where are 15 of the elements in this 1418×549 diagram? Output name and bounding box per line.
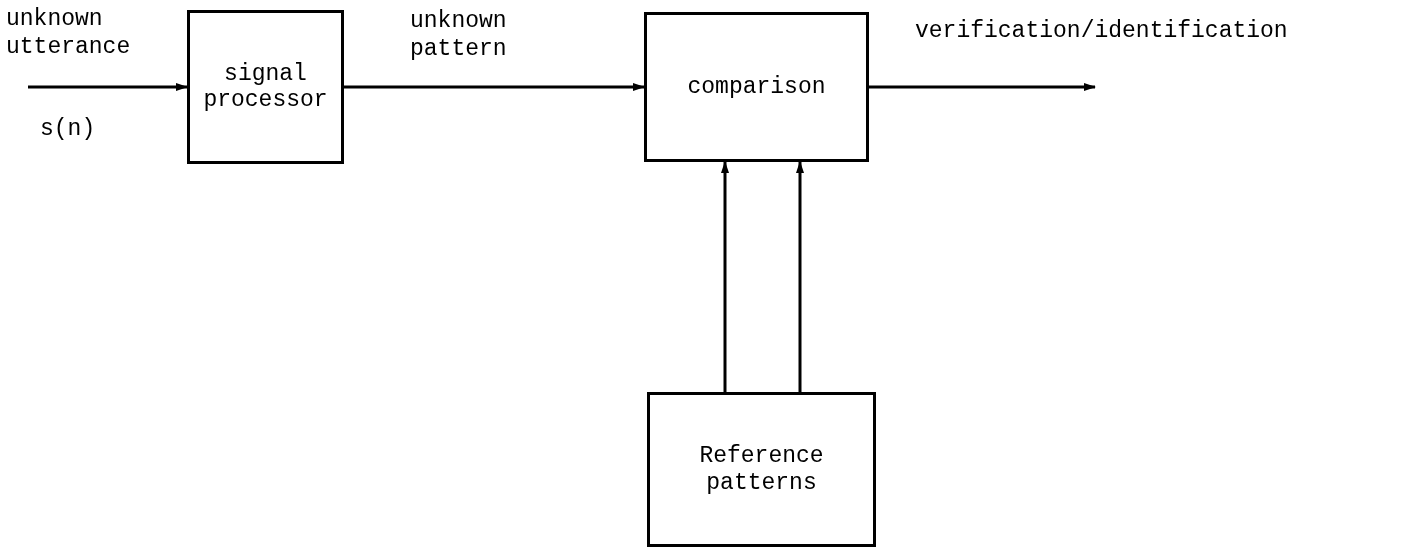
comparison-box <box>644 12 869 162</box>
node-label: comparison <box>687 73 826 101</box>
signal-label: s(n) <box>40 116 96 144</box>
edge-label: unknown pattern <box>410 8 508 64</box>
arrow <box>721 161 729 392</box>
arrow <box>344 83 645 91</box>
edge-label: unknown utterance <box>6 6 132 62</box>
node-label: signal processor <box>202 60 329 114</box>
node-label: Reference patterns <box>698 443 825 496</box>
edge-label: verification/identification <box>915 18 1288 46</box>
arrow <box>869 83 1096 91</box>
process-box <box>187 10 344 164</box>
arrow <box>796 161 804 392</box>
arrow <box>28 83 188 91</box>
storage-box <box>647 392 876 547</box>
